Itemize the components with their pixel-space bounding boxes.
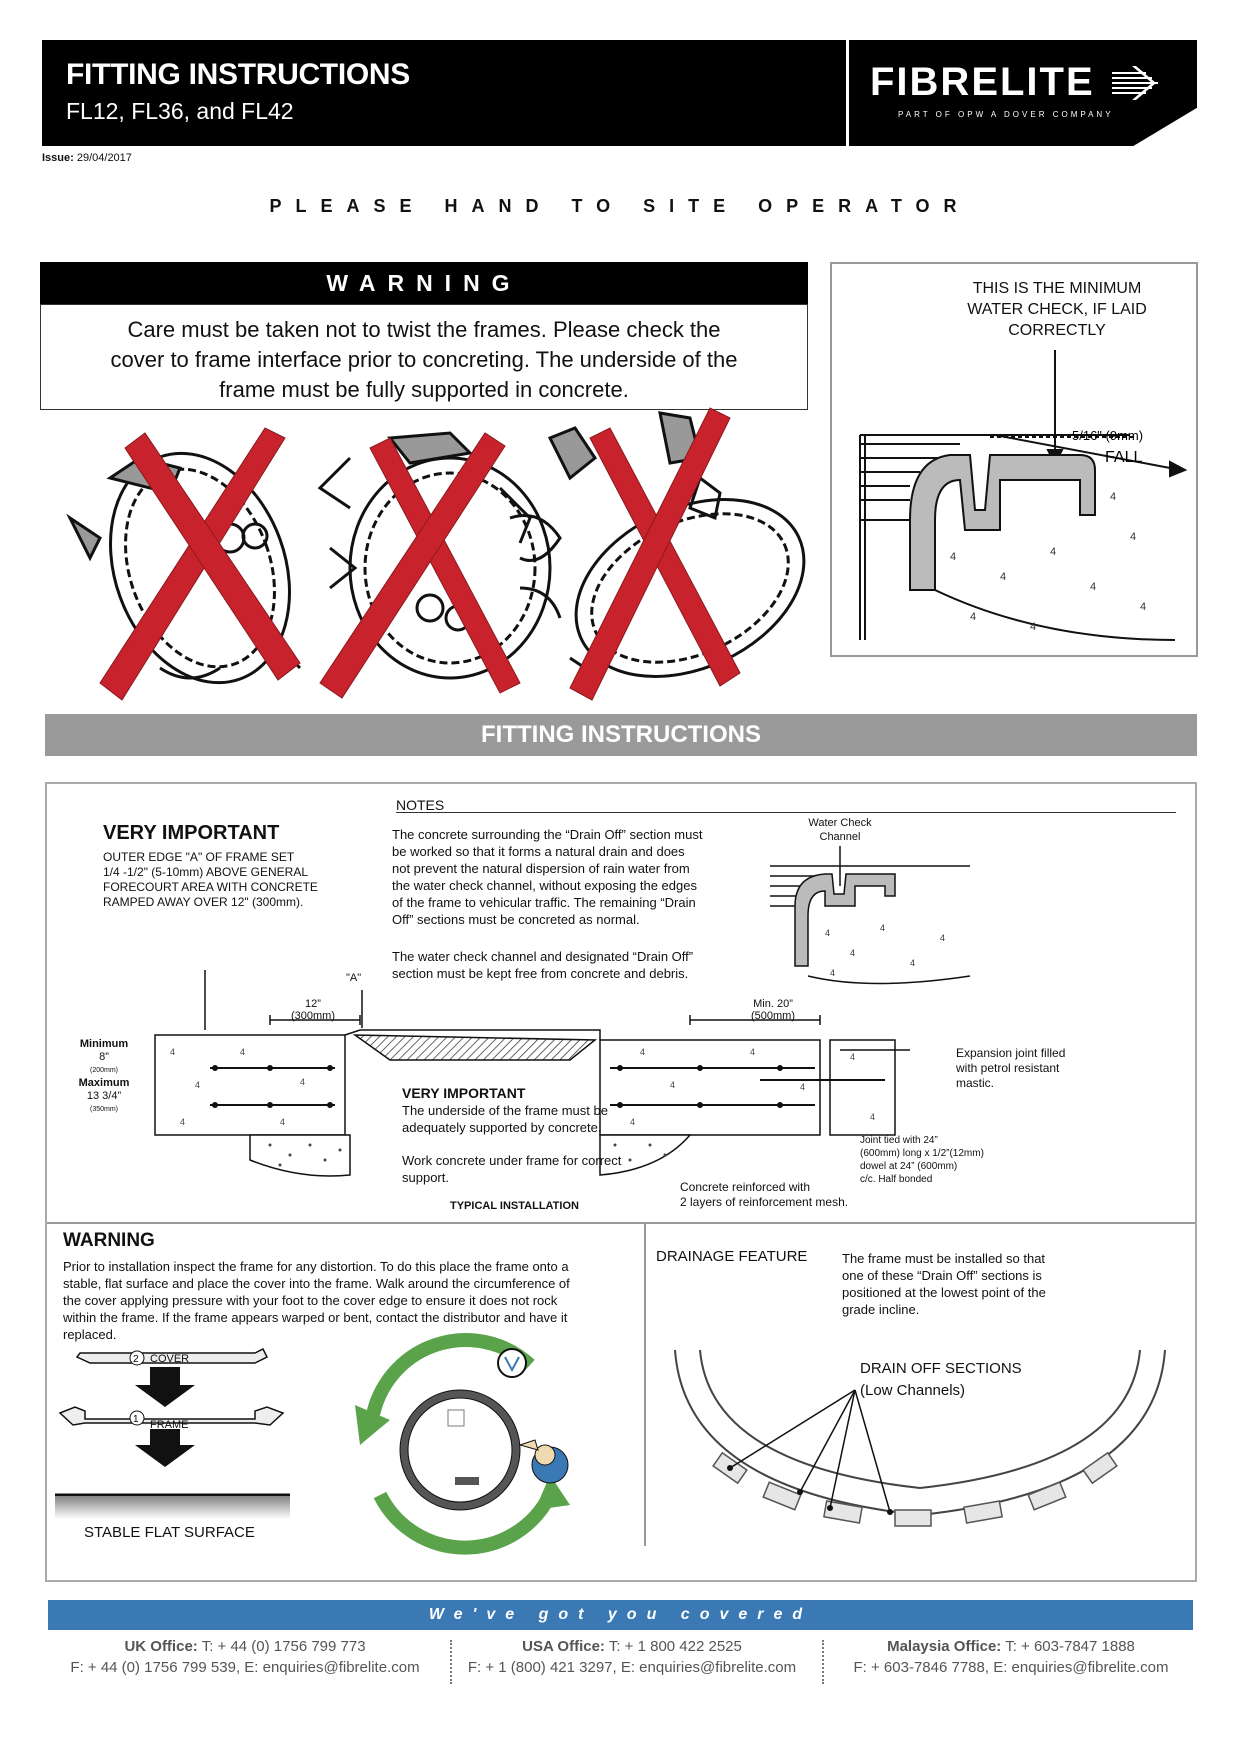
depth-min-max: Minimum 8” (200mm) Maximum 13 3/4” (350m… xyxy=(78,1038,130,1113)
svg-text:4: 4 xyxy=(240,1047,245,1057)
page-subtitle: FL12, FL36, and FL42 xyxy=(66,98,294,124)
water-check-panel xyxy=(830,262,1198,657)
svg-text:4: 4 xyxy=(1110,491,1116,503)
svg-text:4: 4 xyxy=(750,1047,755,1057)
cartoon-illustrations xyxy=(66,407,806,701)
svg-text:4: 4 xyxy=(1030,621,1036,633)
svg-text:4: 4 xyxy=(800,1082,805,1092)
typical-installation-label: TYPICAL INSTALLATION xyxy=(450,1200,579,1212)
header-bar xyxy=(42,40,1197,146)
svg-text:4: 4 xyxy=(1050,546,1056,558)
fitting-heading: FITTING INSTRUCTIONS xyxy=(45,714,1197,756)
footer-separator xyxy=(450,1640,452,1684)
water-check-diagram: 4 4 4 4 4 4 4 4 4 5/16" (9mm) FALL xyxy=(859,350,1188,641)
frame-number: 1 xyxy=(133,1414,139,1425)
brand-logo: FIBRELITE xyxy=(870,60,1095,104)
very-important-text: OUTER EDGE "A" OF FRAME SET 1/4 -1/2" (5… xyxy=(103,850,318,909)
joint-tied-label: Joint tied with 24”(600mm) long x 1/2”(1… xyxy=(860,1135,984,1185)
svg-text:4: 4 xyxy=(910,958,915,968)
drainage-feature-title: DRAINAGE FEATURE xyxy=(656,1248,808,1265)
low-channels-label: (Low Channels) xyxy=(860,1382,966,1399)
walk-around-diagram xyxy=(355,1333,570,1555)
water-check-caption: THIS IS THE MINIMUM WATER CHECK, IF LAID… xyxy=(967,280,1147,339)
notes-paragraph-2: The water check channel and designated “… xyxy=(392,949,694,981)
svg-text:4: 4 xyxy=(170,1047,175,1057)
typical-installation-diagram: 4 4 4 4 4 4 4 4 4 4 4 4 4 xyxy=(154,970,910,1177)
issue-date: Issue: 29/04/2017 xyxy=(42,152,132,164)
svg-text:4: 4 xyxy=(195,1080,200,1090)
svg-text:4: 4 xyxy=(870,1112,875,1122)
drain-off-frame-diagram xyxy=(674,1349,1166,1527)
svg-text:4: 4 xyxy=(1090,581,1096,593)
office-malaysia: Malaysia Office: T: + 603-7847 1888 F: +… xyxy=(853,1638,1169,1676)
very-important-2-title: VERY IMPORTANT xyxy=(402,1085,526,1101)
logo-stripes-icon xyxy=(1112,66,1158,100)
svg-text:4: 4 xyxy=(950,551,956,563)
cover-number: 2 xyxy=(133,1354,139,1365)
fall-label: FALL xyxy=(1105,449,1142,466)
section-divider-vertical xyxy=(644,1222,646,1546)
brand-tagline: PART OF OPW A DOVER COMPANY xyxy=(898,110,1114,119)
svg-text:4: 4 xyxy=(880,923,885,933)
dimension-a: "A" xyxy=(346,972,362,984)
office-uk: UK Office: T: + 44 (0) 1756 799 773 F: +… xyxy=(70,1638,420,1676)
svg-text:4: 4 xyxy=(940,933,945,943)
svg-text:4: 4 xyxy=(850,948,855,958)
footer-slogan: We've got you covered xyxy=(48,1600,1193,1630)
water-check-dimension: 5/16" (9mm) xyxy=(1072,428,1143,443)
stable-surface-label: STABLE FLAT SURFACE xyxy=(84,1524,255,1541)
instructions-panel xyxy=(45,782,1197,1582)
dimension-12in: 12”(300mm) xyxy=(290,998,335,1022)
warning-body: Care must be taken not to twist the fram… xyxy=(40,304,808,410)
cover-frame-stack-diagram: 2 1 xyxy=(55,1347,290,1519)
svg-text:4: 4 xyxy=(180,1117,185,1127)
svg-text:4: 4 xyxy=(640,1047,645,1057)
water-check-channel-diagram: 4 4 4 4 4 4 xyxy=(770,846,971,985)
notes-paragraph-1: The concrete surrounding the “Drain Off”… xyxy=(392,827,703,927)
svg-text:4: 4 xyxy=(630,1117,635,1127)
header-divider xyxy=(846,40,849,146)
footer-separator xyxy=(822,1640,824,1684)
svg-text:4: 4 xyxy=(850,1052,855,1062)
site-operator-note: PLEASE HAND TO SITE OPERATOR xyxy=(269,196,971,216)
notes-title: NOTES xyxy=(396,797,445,813)
svg-text:4: 4 xyxy=(830,968,835,978)
svg-text:4: 4 xyxy=(1140,601,1146,613)
section-divider xyxy=(47,1222,1195,1224)
cover-label: COVER xyxy=(150,1353,190,1365)
warning-heading: WARNING xyxy=(40,262,808,304)
svg-text:4: 4 xyxy=(1000,571,1006,583)
svg-text:4: 4 xyxy=(300,1077,305,1087)
header-corner-cut xyxy=(1130,106,1200,148)
dimension-20in: Min. 20”(500mm) xyxy=(750,998,795,1022)
warning-2-title: WARNING xyxy=(63,1230,155,1251)
svg-text:4: 4 xyxy=(670,1080,675,1090)
page-title: FITTING INSTRUCTIONS xyxy=(66,58,410,91)
warning-2-text: Prior to installation inspect the frame … xyxy=(63,1259,570,1342)
svg-text:4: 4 xyxy=(825,928,830,938)
frame-label: FRAME xyxy=(150,1419,189,1431)
office-usa: USA Office: T: + 1 800 422 2525 F: + 1 (… xyxy=(467,1638,797,1676)
notes-rule xyxy=(396,812,1176,813)
very-important-title: VERY IMPORTANT xyxy=(103,822,280,844)
svg-text:4: 4 xyxy=(970,611,976,623)
water-check-channel-label: Water Check Channel xyxy=(808,817,872,843)
drain-off-sections-label: DRAIN OFF SECTIONS xyxy=(860,1360,1022,1377)
svg-text:4: 4 xyxy=(1130,531,1136,543)
svg-text:4: 4 xyxy=(280,1117,285,1127)
